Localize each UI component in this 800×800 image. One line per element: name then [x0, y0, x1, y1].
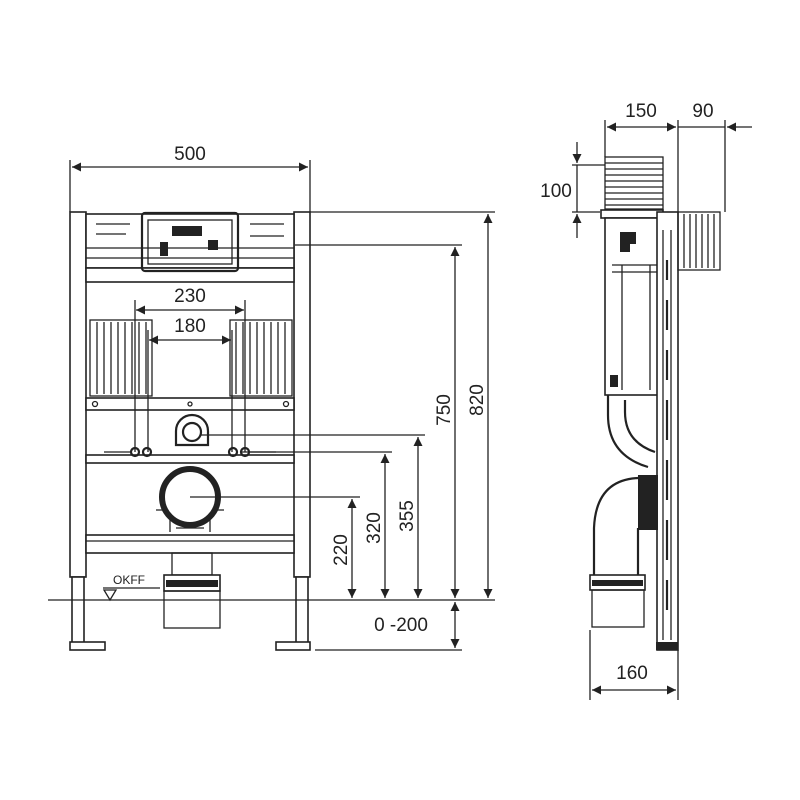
upper-crossbar: [85, 267, 295, 283]
dim-180: 180: [174, 316, 206, 337]
side-view: [589, 156, 721, 651]
right-support-grille: [229, 319, 293, 397]
right-leg: [295, 576, 309, 644]
left-post: [69, 211, 87, 578]
bolt: [227, 446, 239, 458]
top-rail: [85, 213, 295, 269]
dim-width: 500: [174, 144, 206, 165]
left-support-grille: [89, 319, 153, 397]
dim-160: 160: [616, 663, 648, 684]
rear-grille: [677, 211, 721, 271]
lower-crossbar: [85, 534, 295, 554]
dim-750: 750: [434, 394, 455, 426]
right-post: [293, 211, 311, 578]
dim-820: 820: [467, 384, 488, 416]
dimension-lines: [72, 162, 493, 648]
actuator-box: [140, 211, 240, 273]
dim-150: 150: [625, 101, 657, 122]
front-view: OKFF: [69, 211, 311, 651]
side-extension-lines: [572, 120, 726, 700]
bolt: [141, 446, 153, 458]
fixing-crossbar: [85, 454, 295, 464]
flush-pipe: [606, 395, 656, 469]
extension-lines: [48, 160, 495, 651]
dim-320: 320: [364, 512, 385, 544]
outlet-bend-side: [592, 476, 640, 578]
right-foot: [275, 641, 311, 651]
dim-90: 90: [692, 101, 713, 122]
dim-foot-adjust: 0 -200: [374, 615, 428, 636]
top-grille: [604, 156, 664, 210]
drain-pipe: [163, 552, 221, 629]
side-dimension-lines: [572, 122, 752, 695]
floor-level-symbol: [102, 589, 118, 602]
dim-355: 355: [397, 500, 418, 532]
cistern-body: [604, 217, 660, 396]
supply-connector: [174, 413, 210, 447]
mid-crossbar: [85, 397, 295, 411]
left-foot: [69, 641, 106, 651]
left-leg: [71, 576, 85, 644]
dim-100: 100: [540, 181, 572, 202]
dim-230: 230: [174, 286, 206, 307]
floor-label: OKFF: [113, 573, 145, 587]
dim-220: 220: [331, 534, 352, 566]
